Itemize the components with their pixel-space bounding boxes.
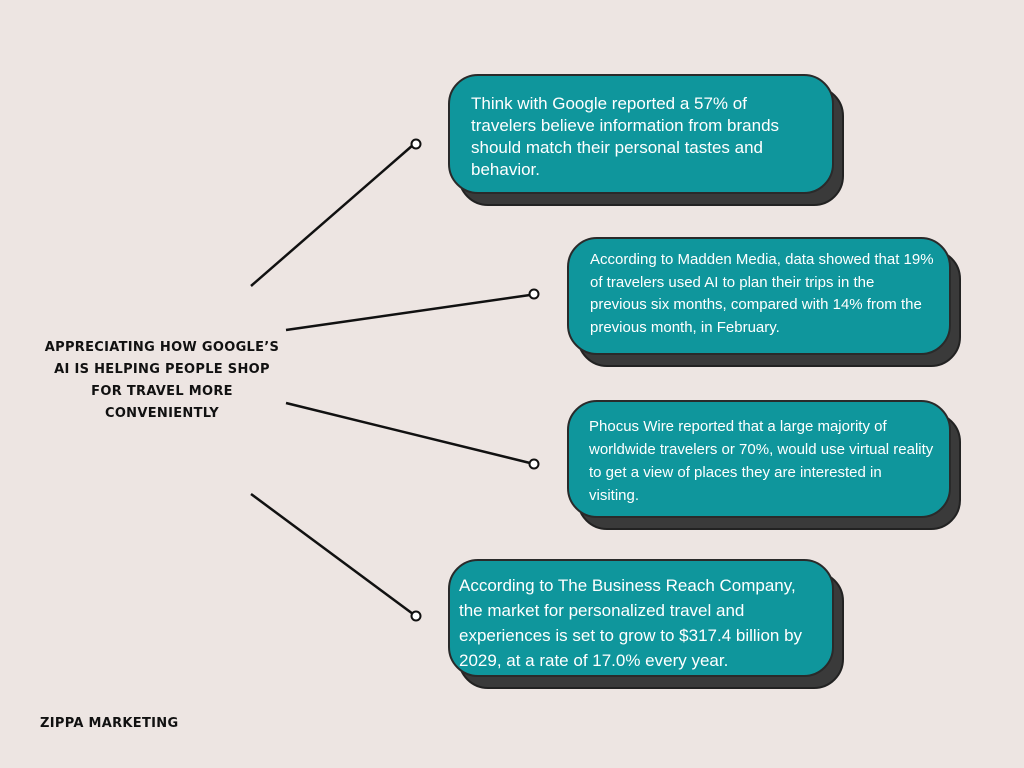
- connector-line-4: [250, 492, 414, 616]
- connector-dot-4: [410, 610, 422, 622]
- fact-card-1: Think with Google reported a 57% of trav…: [448, 74, 844, 206]
- card-text: According to The Business Reach Company,…: [459, 576, 803, 670]
- connector-dot-1: [410, 138, 422, 150]
- card-text: Phocus Wire reported that a large majori…: [589, 418, 934, 504]
- card-face: Phocus Wire reported that a large majori…: [567, 400, 951, 518]
- card-text: Think with Google reported a 57% of trav…: [471, 94, 780, 179]
- connector-line-2: [285, 293, 531, 332]
- connector-dot-3: [528, 458, 540, 470]
- connector-dot-2: [528, 288, 540, 300]
- connector-line-3: [285, 401, 531, 465]
- fact-card-3: Phocus Wire reported that a large majori…: [567, 400, 961, 530]
- card-face: According to Madden Media, data showed t…: [567, 237, 951, 355]
- fact-card-4: According to The Business Reach Company,…: [448, 559, 844, 689]
- footer-brand: ZIPPA MARKETING: [40, 716, 179, 731]
- central-topic: APPRECIATING HOW GOOGLE’S AI IS HELPING …: [44, 340, 280, 421]
- card-face: Think with Google reported a 57% of trav…: [448, 74, 834, 194]
- card-text: According to Madden Media, data showed t…: [590, 251, 934, 336]
- fact-card-2: According to Madden Media, data showed t…: [567, 237, 961, 367]
- connector-line-1: [250, 144, 414, 287]
- card-face: According to The Business Reach Company,…: [448, 559, 834, 677]
